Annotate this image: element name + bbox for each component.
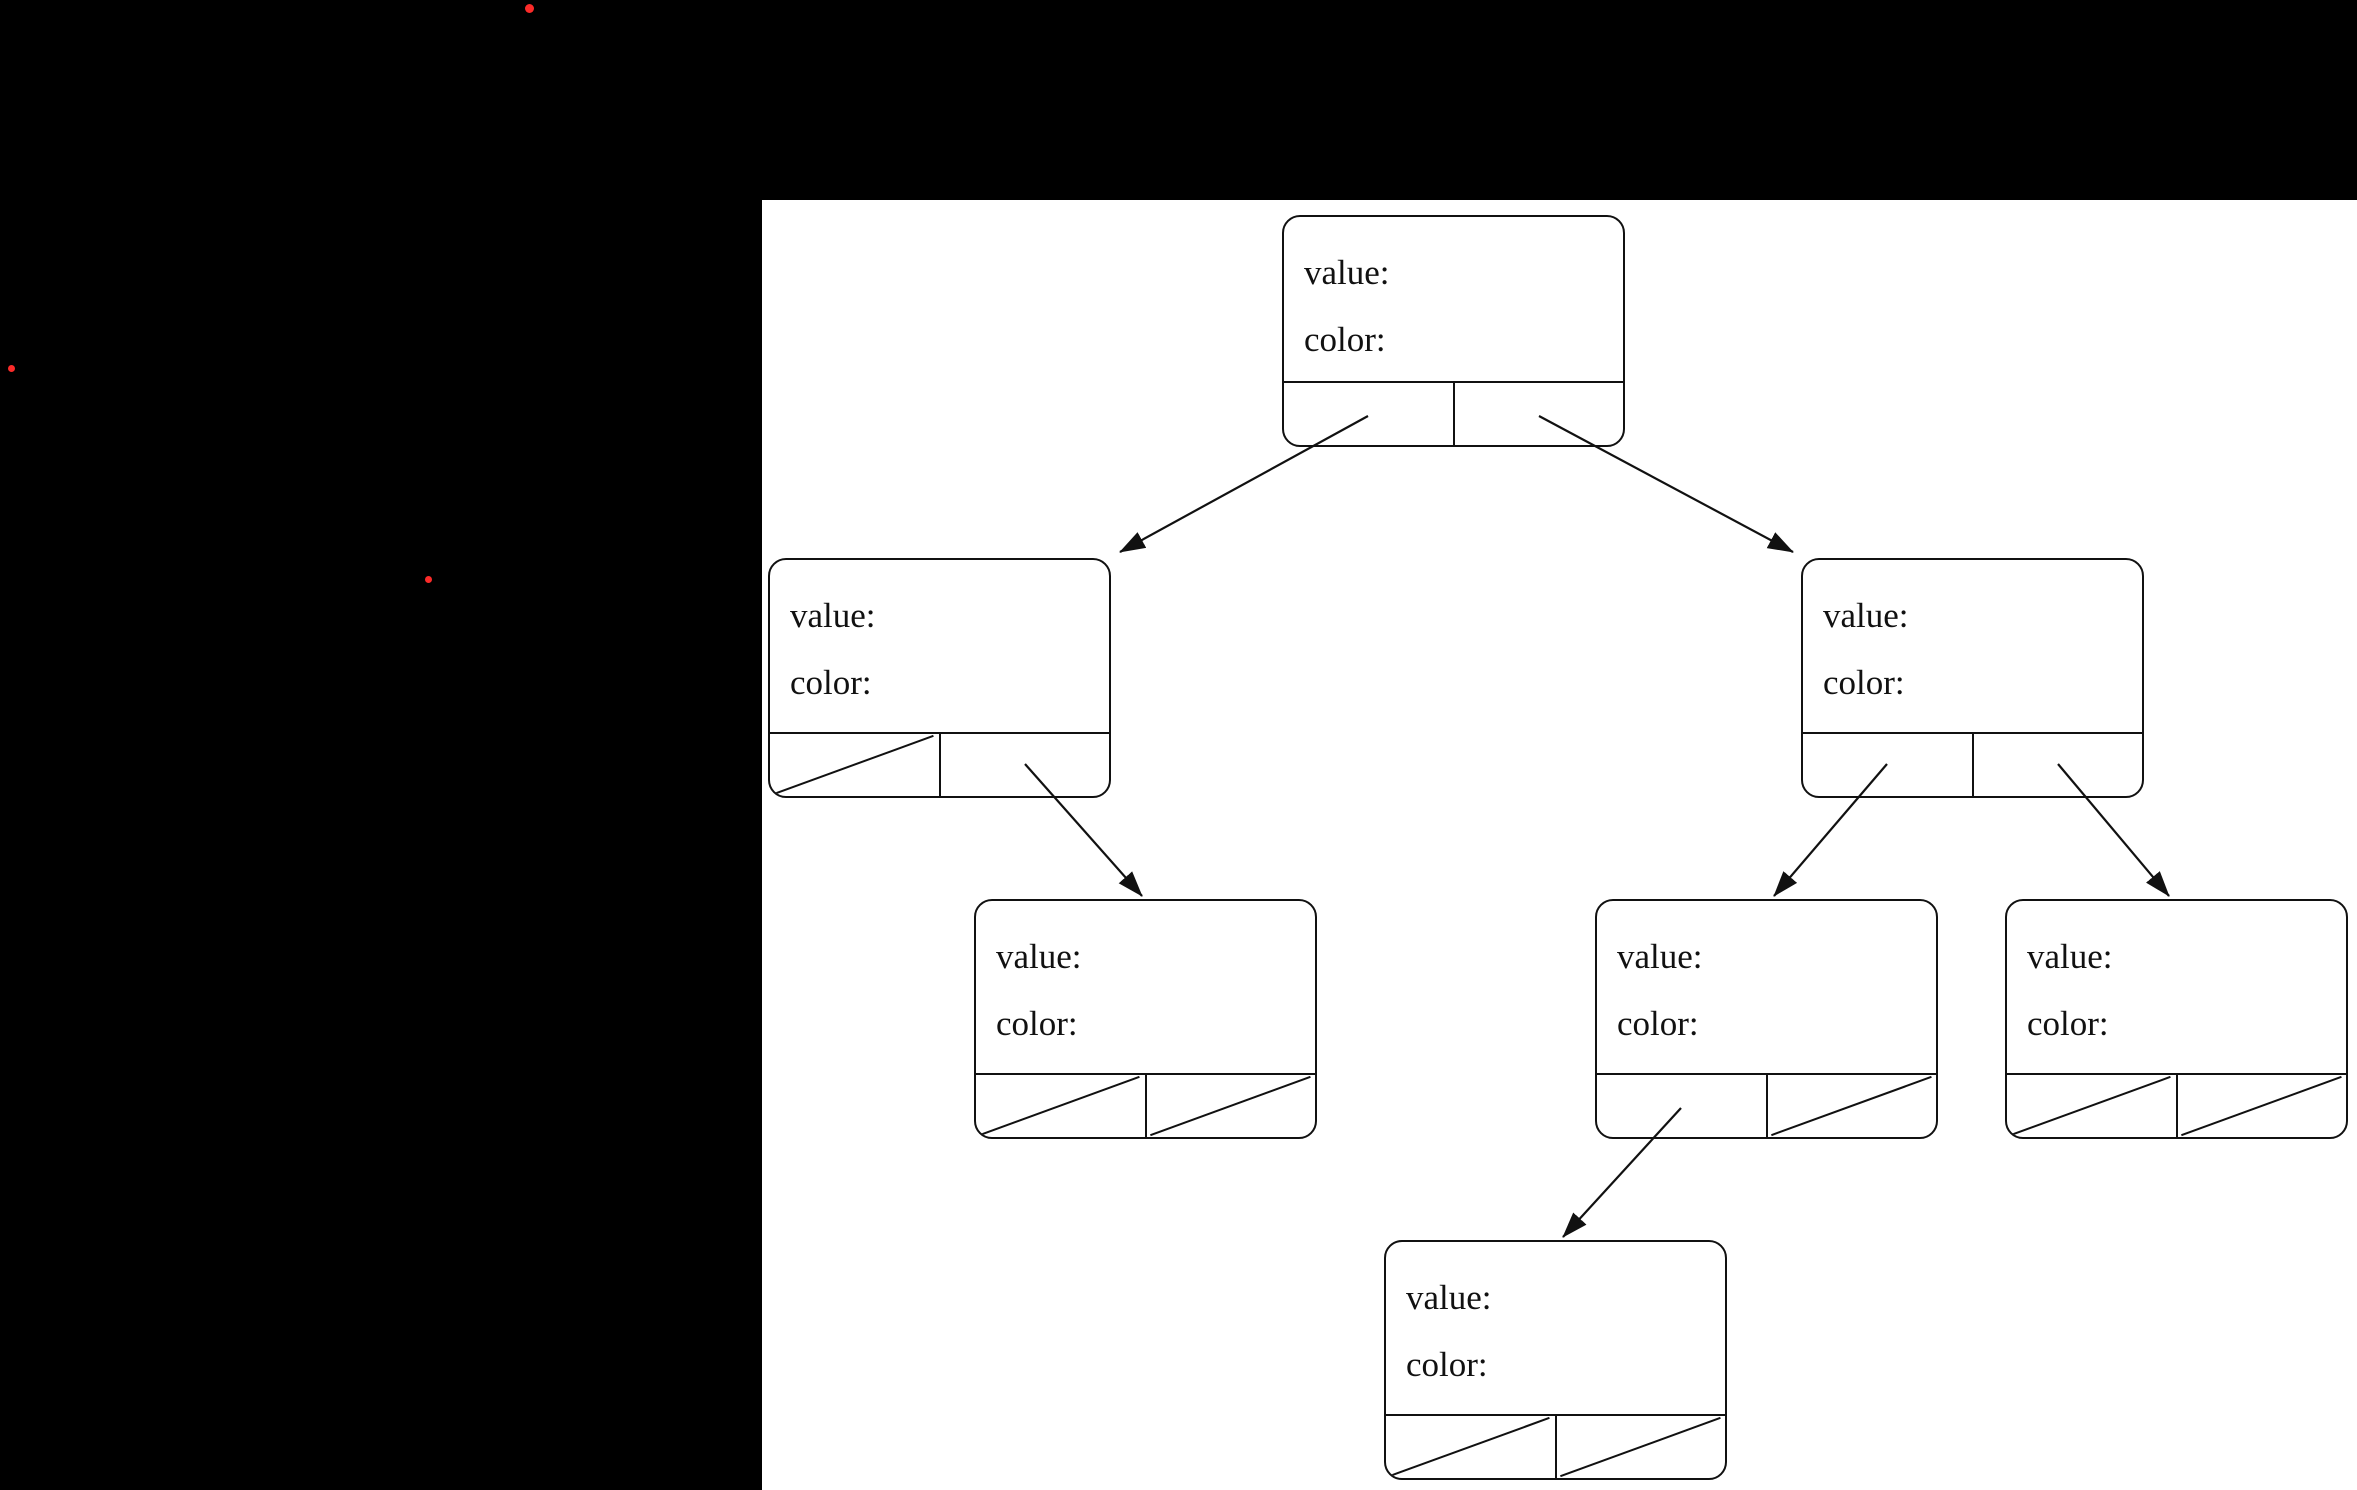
color-label: color: [790, 663, 872, 702]
pointer-row [976, 1073, 1315, 1137]
diagram-panel: value: color: value: color: [762, 200, 2357, 1490]
right-pointer-cell [1452, 383, 1624, 445]
pointer-row [770, 732, 1109, 796]
node-fields: value: color: [2007, 901, 2346, 1073]
right-pointer-cell-null [1765, 1075, 1937, 1137]
pointer-row [1284, 381, 1623, 445]
tree-node-lr: value: color: [974, 899, 1317, 1139]
tree-node-rll: value: color: [1384, 1240, 1727, 1480]
color-label: color: [1304, 320, 1386, 359]
color-label: color: [1406, 1345, 1488, 1384]
null-pointer-slash-icon [1386, 1416, 1555, 1478]
color-label: color: [2027, 1004, 2109, 1043]
red-dot-3 [425, 576, 432, 583]
pointer-row [2007, 1073, 2346, 1137]
node-fields: value: color: [770, 560, 1109, 732]
tree-node-r: value: color: [1801, 558, 2144, 798]
color-label: color: [996, 1004, 1078, 1043]
value-label: value: [2027, 937, 2113, 976]
left-pointer-cell [1803, 734, 1972, 796]
value-label: value: [1617, 937, 1703, 976]
pointer-row [1803, 732, 2142, 796]
value-label: value: [790, 596, 876, 635]
tree-node-rr: value: color: [2005, 899, 2348, 1139]
pointer-row [1597, 1073, 1936, 1137]
color-label: color: [1823, 663, 1905, 702]
right-pointer-cell-null [2175, 1075, 2347, 1137]
null-pointer-slash-icon [1147, 1075, 1316, 1137]
pointer-row [1386, 1414, 1725, 1478]
null-pointer-slash-icon [2007, 1075, 2176, 1137]
left-pointer-cell [1284, 383, 1453, 445]
node-fields: value: color: [1386, 1242, 1725, 1414]
red-dot-1 [525, 4, 534, 13]
node-fields: value: color: [1803, 560, 2142, 732]
tree-node-l: value: color: [768, 558, 1111, 798]
value-label: value: [1406, 1278, 1492, 1317]
left-pointer-cell-null [2007, 1075, 2176, 1137]
node-fields: value: color: [1597, 901, 1936, 1073]
value-label: value: [1823, 596, 1909, 635]
value-label: value: [1304, 253, 1390, 292]
left-pointer-cell-null [976, 1075, 1145, 1137]
tree-node-root: value: color: [1282, 215, 1625, 447]
left-pointer-cell-null [770, 734, 939, 796]
right-pointer-cell [938, 734, 1110, 796]
left-pointer-cell-null [1386, 1416, 1555, 1478]
right-pointer-cell-null [1144, 1075, 1316, 1137]
tree-node-rl: value: color: [1595, 899, 1938, 1139]
node-fields: value: color: [1284, 217, 1623, 381]
null-pointer-slash-icon [1768, 1075, 1937, 1137]
color-label: color: [1617, 1004, 1699, 1043]
right-pointer-cell-null [1554, 1416, 1726, 1478]
node-fields: value: color: [976, 901, 1315, 1073]
null-pointer-slash-icon [2178, 1075, 2347, 1137]
right-pointer-cell [1971, 734, 2143, 796]
null-pointer-slash-icon [770, 734, 939, 796]
value-label: value: [996, 937, 1082, 976]
red-dot-2 [8, 365, 15, 372]
left-pointer-cell [1597, 1075, 1766, 1137]
null-pointer-slash-icon [1557, 1416, 1726, 1478]
null-pointer-slash-icon [976, 1075, 1145, 1137]
